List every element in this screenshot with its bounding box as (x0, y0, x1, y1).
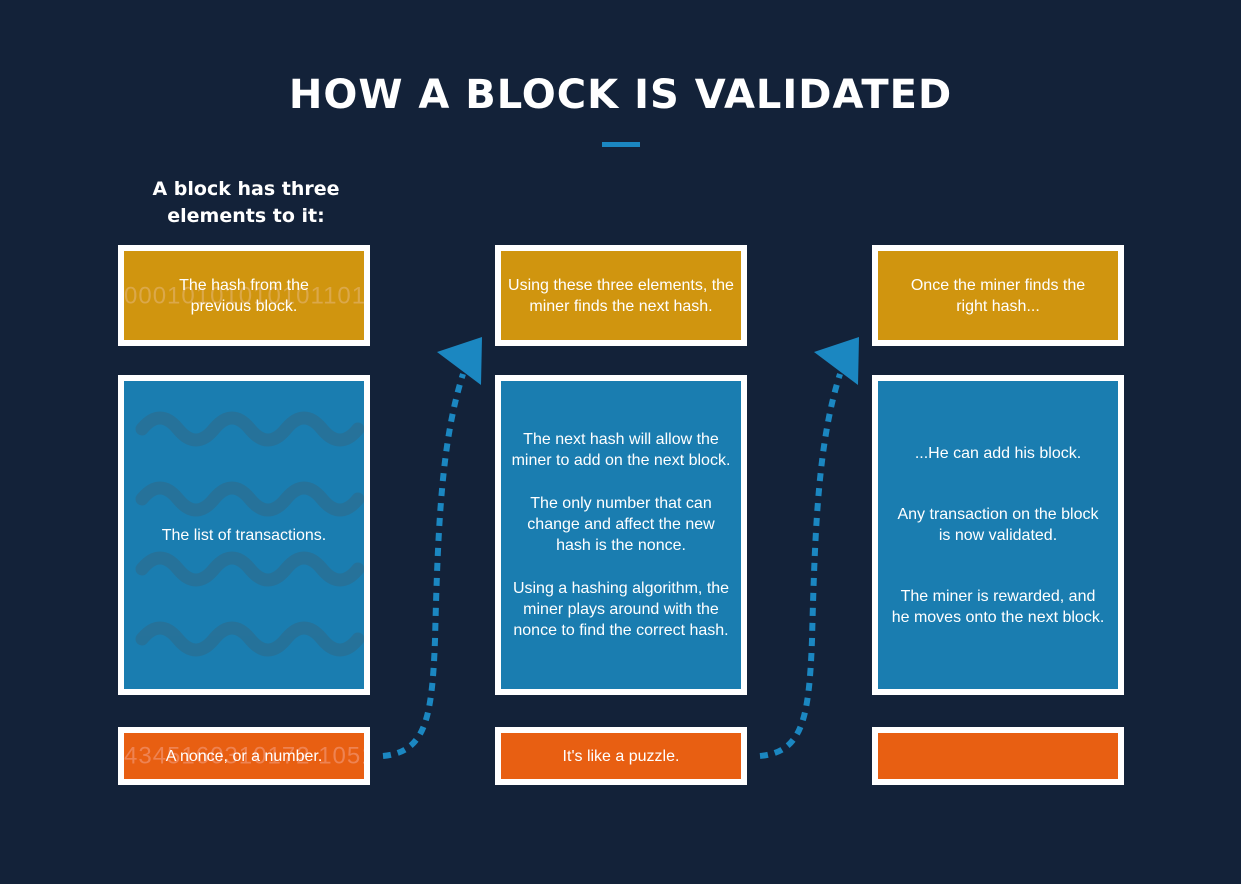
intro-heading: A block has three elements to it: (152, 178, 340, 227)
result-paragraph: The miner is rewarded, and he moves onto… (891, 587, 1105, 626)
transactions-box: The list of transactions. (118, 375, 370, 695)
arrow-2 (759, 337, 859, 759)
previous-hash-box: 0001010101010110100011 The hash from the… (118, 245, 370, 346)
nonce-box: 4345160310172 1051 A nonce, or a number. (118, 727, 370, 785)
puzzle-box: It's like a puzzle. (495, 727, 747, 785)
previous-hash-text: The hash from the previous block. (179, 276, 309, 315)
title-underline (602, 142, 640, 147)
transactions-text: The list of transactions. (161, 526, 327, 544)
arrow-1 (382, 337, 482, 759)
next-hash-box: Using these three elements, the miner fi… (495, 245, 747, 346)
result-paragraph: Any transaction on the block is now vali… (897, 505, 1099, 544)
binary-watermark: 0001010101010110100011 (124, 282, 367, 309)
empty-orange-box (872, 727, 1124, 785)
page-title: HOW A BLOCK IS VALIDATED (288, 72, 953, 118)
result-paragraph: ...He can add his block. (914, 444, 1082, 462)
explanation-paragraph: The next hash will allow the miner to ad… (511, 431, 731, 469)
wave-pattern (135, 411, 364, 657)
nonce-explanation-box: The next hash will allow the miner to ad… (495, 375, 747, 695)
right-hash-text: Once the miner finds the right hash... (910, 276, 1086, 315)
block-added-box: ...He can add his block. Any transaction… (872, 375, 1124, 695)
explanation-paragraph: The only number that can change and affe… (527, 495, 715, 554)
nonce-text: A nonce, or a number. (165, 747, 323, 765)
number-watermark: 4345160310172 1051 (124, 742, 370, 770)
next-hash-text: Using these three elements, the miner fi… (508, 276, 734, 315)
puzzle-text: It's like a puzzle. (562, 747, 680, 765)
explanation-paragraph: Using a hashing algorithm, the miner pla… (512, 580, 730, 639)
right-hash-box: Once the miner finds the right hash... (872, 245, 1124, 346)
